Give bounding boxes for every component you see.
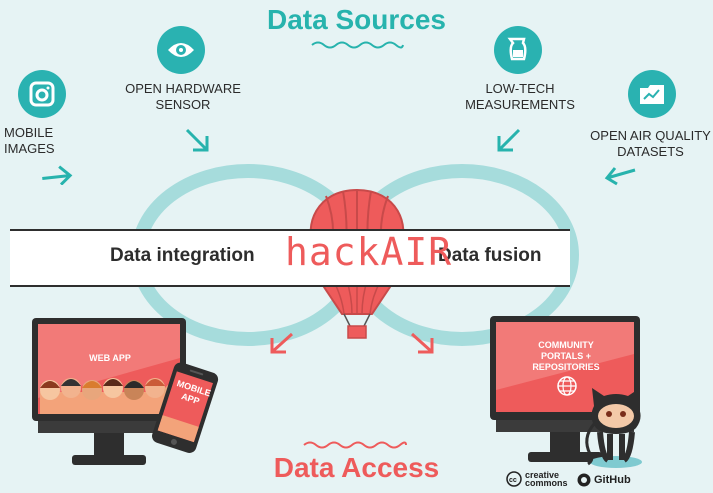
web-app-label: WEB APP <box>89 353 131 363</box>
data-access-title: Data Access <box>273 452 440 483</box>
folder-chart-icon <box>628 70 676 118</box>
arrow-right-icon <box>42 165 73 185</box>
low-tech-measurements-label: LOW-TECH MEASUREMENTS <box>465 81 575 112</box>
arrow-down-left-icon <box>497 128 521 152</box>
arrow-down-right-icon <box>185 128 209 152</box>
jar-icon <box>494 26 542 74</box>
data-integration-label: Data integration <box>110 245 255 266</box>
hackair-logo: hackAIR <box>285 230 453 274</box>
arrow-left-icon <box>604 167 636 186</box>
hackair-logo-box <box>282 229 432 287</box>
wave-divider-top <box>311 41 404 49</box>
mobile-images-label: MOBILE IMAGES <box>4 125 55 156</box>
github-logo: GitHub <box>577 473 631 487</box>
eye-icon <box>157 26 205 74</box>
octocat-icon <box>585 388 642 468</box>
arrow-down-left-output-icon <box>270 332 294 354</box>
github-mark-icon <box>577 473 591 487</box>
wave-divider-bottom <box>303 441 407 449</box>
data-sources-title: Data Sources <box>267 4 446 35</box>
camera-icon <box>18 70 66 118</box>
cc-icon: cc <box>506 471 522 487</box>
svg-text:cc: cc <box>509 477 517 484</box>
mobile-phone <box>152 362 219 453</box>
open-hardware-sensor-label: OPEN HARDWARE SENSOR <box>125 81 241 112</box>
people-crowd-illustration <box>40 378 178 414</box>
arrow-down-right-output-icon <box>410 332 434 354</box>
globe-icon <box>557 376 577 396</box>
open-air-quality-datasets-label: OPEN AIR QUALITY DATASETS <box>590 128 711 159</box>
community-portals-label: COMMUNITY PORTALS + REPOSITORIES <box>532 340 600 372</box>
creative-commons-logo: cc creative commons <box>506 471 568 488</box>
data-fusion-label: Data fusion <box>438 245 542 266</box>
